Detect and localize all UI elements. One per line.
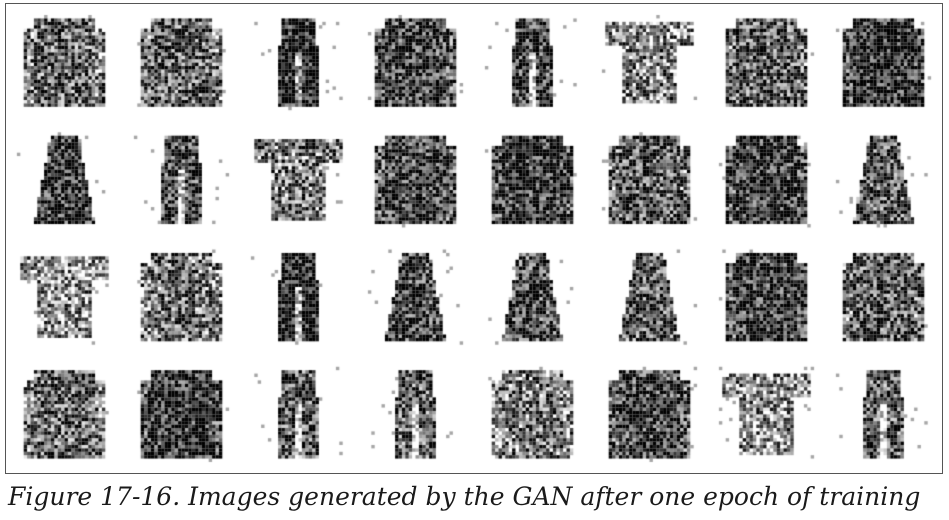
figure-caption: Figure 17-16. Images generated by the GA… — [8, 482, 921, 511]
generated-images-canvas — [6, 4, 942, 473]
generated-image-grid — [5, 3, 943, 474]
